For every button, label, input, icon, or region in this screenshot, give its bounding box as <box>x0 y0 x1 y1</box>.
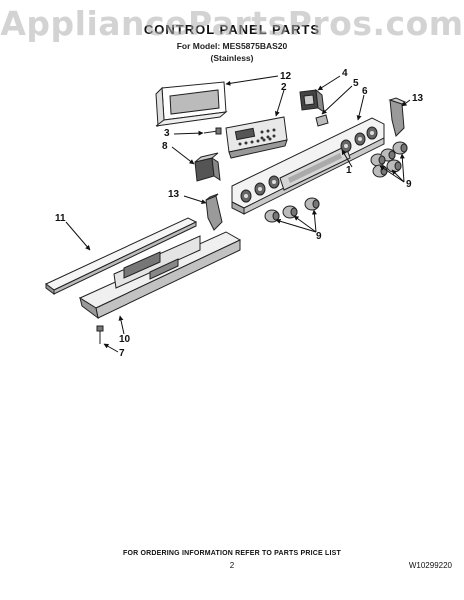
part-trim-strip-11 <box>45 217 198 295</box>
callout-2: 2 <box>281 82 287 93</box>
callout-11: 11 <box>55 213 66 224</box>
model-line: For Model: MES5875BAS20 <box>176 41 288 51</box>
callout-5: 5 <box>353 78 359 89</box>
variant-line: (Stainless) <box>210 53 254 63</box>
part-bezel-8 <box>194 152 221 182</box>
document-number: W10299220 <box>408 561 452 570</box>
callout-3: 3 <box>164 128 170 139</box>
part-end-cap-13-left <box>205 193 223 231</box>
callout-7: 7 <box>119 348 125 359</box>
callout-1: 1 <box>346 165 352 176</box>
page-number: 2 <box>229 561 235 570</box>
part-clip-5 <box>315 114 329 127</box>
callout-13-right: 13 <box>412 93 424 104</box>
part-end-cap-13-right <box>388 97 407 137</box>
callout-6: 6 <box>362 86 368 97</box>
callout-9-right: 9 <box>406 179 412 190</box>
part-control-panel-6 <box>231 117 385 215</box>
part-screw-3 <box>203 127 222 135</box>
callout-12: 12 <box>280 71 292 82</box>
callout-8: 8 <box>162 141 168 152</box>
part-bracket-12 <box>155 81 228 128</box>
page-title: CONTROL PANEL PARTS <box>143 22 321 37</box>
callout-13-left: 13 <box>168 189 180 200</box>
ordering-note: FOR ORDERING INFORMATION REFER TO PARTS … <box>122 550 342 557</box>
leader-lines <box>65 75 411 353</box>
callout-10: 10 <box>119 334 131 345</box>
part-screw-7 <box>96 325 104 344</box>
part-control-board-2 <box>225 116 288 159</box>
part-mounting-bracket-10 <box>78 231 242 320</box>
part-knobs-9-left <box>264 197 320 223</box>
callout-9-left: 9 <box>316 231 322 242</box>
part-switch-4 <box>299 88 325 114</box>
callout-4: 4 <box>342 68 348 79</box>
